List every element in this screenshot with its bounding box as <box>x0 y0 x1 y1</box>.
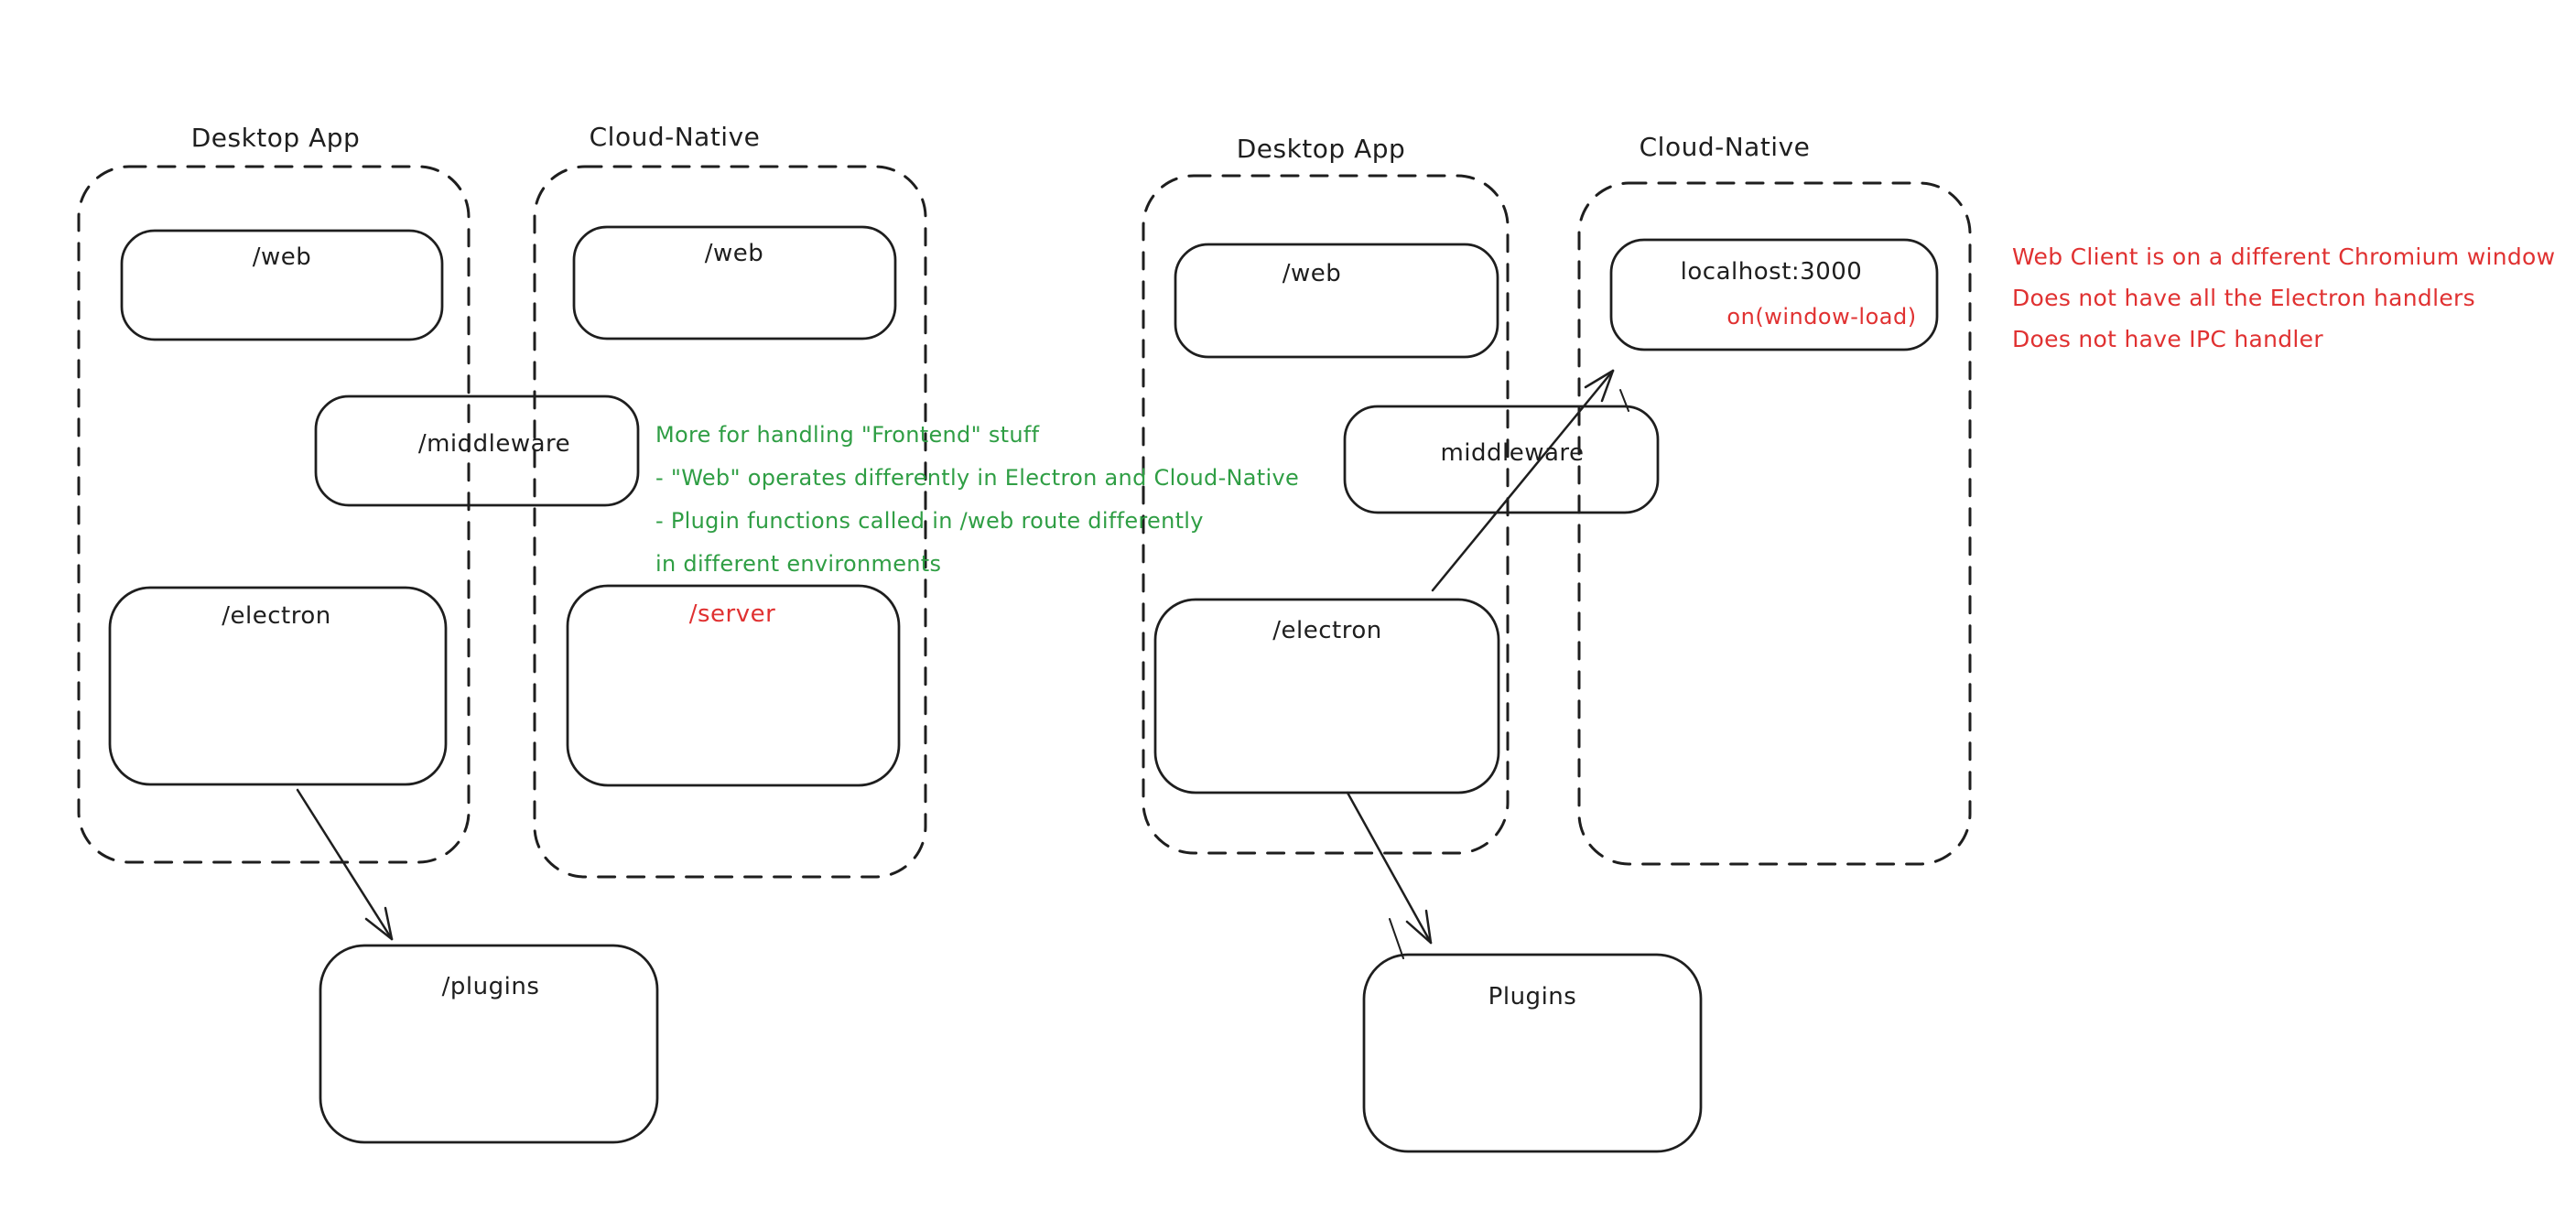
right-electron-box <box>1153 598 1500 794</box>
right-note-line-3: Does not have IPC handler <box>2012 326 2323 352</box>
right-cloud-native-label: Cloud-Native <box>1639 132 1811 162</box>
left-electron-label: /electron <box>222 602 331 630</box>
right-localhost-label: localhost:3000 <box>1680 258 1863 286</box>
left-server-box <box>566 584 901 787</box>
left-desktop-app-container <box>77 165 471 864</box>
left-note-line-3: - Plugin functions called in /web route … <box>655 508 1204 534</box>
right-electron-label: /electron <box>1272 617 1382 644</box>
left-note-line-2: - "Web" operates differently in Electron… <box>655 465 1300 491</box>
arrow-left-electron-to-plugins <box>296 788 394 941</box>
left-middleware-label: /middleware <box>417 430 571 458</box>
right-desktop-app-container <box>1142 174 1510 855</box>
left-desktop-app-label: Desktop App <box>190 123 361 153</box>
right-web-box <box>1174 243 1499 359</box>
right-note-line-2: Does not have all the Electron handlers <box>2012 285 2475 311</box>
left-cloud-native-label: Cloud-Native <box>589 122 761 152</box>
arrow-right-electron-to-plugins <box>1346 791 1433 959</box>
left-server-label: /server <box>688 600 776 628</box>
left-web-cloud-box <box>572 225 897 340</box>
right-plugins-label: Plugins <box>1488 983 1577 1010</box>
right-note-line-1: Web Client is on a different Chromium wi… <box>2012 243 2556 270</box>
left-middleware-box <box>314 394 640 507</box>
left-plugins-label: /plugins <box>441 973 540 1000</box>
right-localhost-box <box>1609 238 1939 351</box>
right-desktop-app-label: Desktop App <box>1236 134 1406 164</box>
arrow-right-electron-to-localhost <box>1431 369 1629 592</box>
right-localhost-event-label: on(window-load) <box>1726 304 1917 330</box>
left-web-cloud-label: /web <box>704 240 764 267</box>
right-plugins-box <box>1362 953 1703 1153</box>
left-web-desktop-label: /web <box>252 243 312 271</box>
left-note-annotation: More for handling "Frontend" stuff - "We… <box>655 414 1299 586</box>
right-middleware-label: middleware <box>1440 439 1585 467</box>
left-electron-box <box>108 586 448 786</box>
left-plugins-box <box>319 944 659 1144</box>
right-middleware-box <box>1343 405 1660 514</box>
left-note-line-1: More for handling "Frontend" stuff <box>655 422 1040 448</box>
right-note-annotation: Web Client is on a different Chromium wi… <box>2012 236 2555 360</box>
right-cloud-native-container <box>1577 181 1972 866</box>
right-web-label: /web <box>1282 260 1342 287</box>
left-cloud-native-container <box>533 165 927 879</box>
left-note-line-4: in different environments <box>655 551 942 577</box>
left-web-desktop-box <box>120 229 444 341</box>
